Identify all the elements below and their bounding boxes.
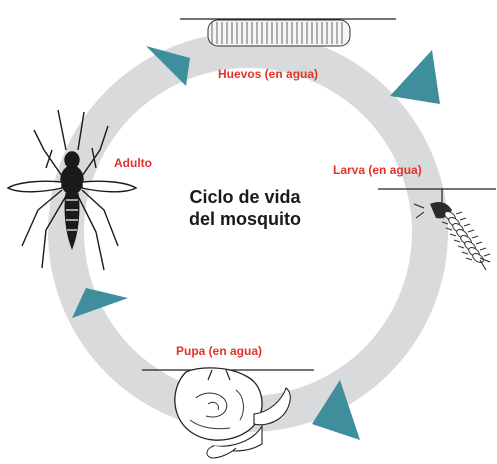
stage-label-larva: Larva (en agua)	[333, 163, 422, 177]
stage-label-adult: Adulto	[114, 156, 152, 170]
stage-label-eggs: Huevos (en agua)	[218, 67, 318, 81]
diagram-title: Ciclo de vida del mosquito	[170, 186, 320, 230]
diagram-title-line-2: del mosquito	[170, 208, 320, 230]
stage-label-pupa: Pupa (en agua)	[176, 344, 262, 358]
diagram-title-line-1: Ciclo de vida	[170, 186, 320, 208]
